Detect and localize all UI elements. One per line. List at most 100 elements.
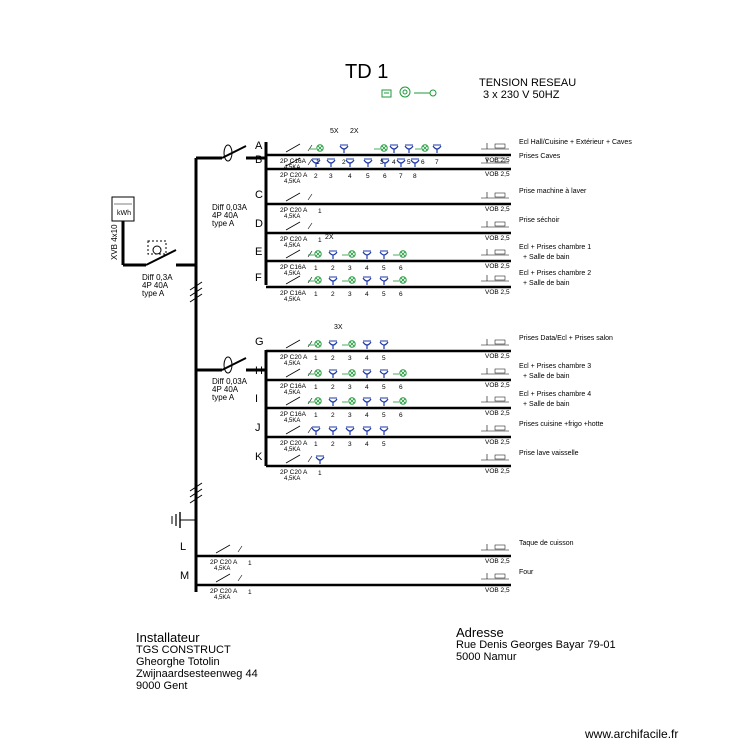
circuit-letter: C	[255, 189, 263, 201]
point-number: 3	[348, 265, 352, 272]
circuit-description: Ecl + Prises chambre 3	[519, 363, 591, 370]
address-heading: Adresse	[456, 625, 504, 640]
point-number: 5	[382, 384, 386, 391]
circuit-letter: K	[255, 451, 263, 463]
energy-meter	[111, 196, 135, 222]
socket-icon	[404, 144, 414, 153]
watermark: www.archifacile.fr	[585, 727, 679, 741]
point-number: 2	[331, 265, 335, 272]
cable-marker	[481, 143, 509, 150]
point-number: 1	[314, 441, 318, 448]
group-1-diff-label-1: Diff 0,03A	[212, 203, 248, 212]
circuit-description: Four	[519, 569, 534, 576]
switch-icon	[285, 396, 301, 406]
point-number: 3	[348, 384, 352, 391]
light-point-icon	[393, 276, 407, 284]
cable-marker	[481, 454, 509, 461]
circuit-description: Prise lave vaisselle	[519, 450, 579, 457]
cable-type: VOB 2,5	[485, 206, 510, 213]
address-street: Rue Denis Georges Bayar 79-01	[456, 639, 616, 652]
cable-marker	[481, 573, 509, 580]
cable-type: VOB 2,5	[485, 558, 510, 565]
group-1-diff-label-3: type A	[212, 219, 235, 228]
main-cable-label: XVB 4x10	[110, 224, 119, 260]
legend-icons	[381, 86, 437, 98]
circuit-description: Prises Caves	[519, 153, 561, 160]
light-point-icon	[342, 340, 356, 348]
point-number: 1	[248, 589, 252, 596]
socket-icon	[328, 426, 338, 435]
point-number: 6	[399, 412, 403, 419]
breaker-rating: 2P C16A	[280, 411, 307, 418]
breaker-kA: 4,5KA	[284, 390, 300, 396]
cable-marker	[481, 221, 509, 228]
socket-icon	[328, 250, 338, 259]
point-number: 4	[365, 355, 369, 362]
breaker-kA: 4,5KA	[284, 297, 300, 303]
breaker-rating: 2P C20 A	[280, 236, 308, 243]
light-point-icon	[308, 369, 322, 377]
circuit-description: + Salle de bain	[523, 280, 570, 287]
socket-icon	[311, 158, 321, 167]
breaker-rating: 2P C20 A	[280, 207, 308, 214]
socket-icon	[380, 158, 390, 167]
breaker-rating: 2P C16A	[280, 264, 307, 271]
switch-icon	[285, 221, 301, 231]
cable-type: VOB 2,5	[485, 171, 510, 178]
point-number: 2	[331, 441, 335, 448]
energy-meter-label: kWh	[117, 210, 131, 217]
light-point-icon	[308, 340, 322, 348]
cable-type: VOB 2,5	[485, 382, 510, 389]
point-number: 1	[318, 237, 322, 244]
light-point-icon	[308, 276, 322, 284]
circuit-description: Prise machine à laver	[519, 188, 587, 195]
cable-marker	[481, 544, 509, 551]
point-number: 2	[331, 384, 335, 391]
socket-icon	[315, 455, 325, 464]
socket-icon	[311, 426, 321, 435]
socket-icon	[328, 276, 338, 285]
light-point-icon	[308, 397, 322, 405]
circuit-description: Ecl + Prises chambre 2	[519, 270, 591, 277]
circuit-description: Ecl + Prises chambre 4	[519, 391, 591, 398]
switch-icon	[285, 275, 301, 285]
point-number: 4	[392, 159, 396, 166]
installer-heading: Installateur	[136, 630, 200, 645]
cable-type: VOB 2,5	[485, 353, 510, 360]
socket-icon	[389, 144, 399, 153]
circuit-letter: M	[180, 570, 189, 582]
socket-icon	[362, 397, 372, 406]
breaker-rating: 2P C16A	[280, 383, 307, 390]
point-number: 7	[435, 159, 439, 166]
page-title: TD 1	[345, 61, 388, 83]
socket-icon	[432, 144, 442, 153]
point-number: 1	[318, 470, 322, 477]
socket-icon	[379, 340, 389, 349]
cable-marker	[481, 425, 509, 432]
light-point-icon	[415, 144, 429, 152]
circuit-description: + Salle de bain	[523, 254, 570, 261]
point-number: 3	[329, 173, 333, 180]
light-point-icon	[393, 369, 407, 377]
breaker-kA: 4,5KA	[284, 447, 300, 453]
cable-type: VOB 2,5	[485, 289, 510, 296]
socket-icon	[362, 276, 372, 285]
point-number: 4	[365, 441, 369, 448]
count-label: 2X	[350, 128, 359, 135]
breaker-rating: 2P C20 A	[280, 440, 308, 447]
light-point-icon	[342, 276, 356, 284]
socket-icon	[362, 340, 372, 349]
switch-icon	[285, 143, 301, 153]
point-number: 4	[365, 265, 369, 272]
breaker-kA: 4,5KA	[284, 179, 300, 185]
point-number: 5	[382, 265, 386, 272]
group-2-diff-label-1: Diff 0,03A	[212, 377, 248, 386]
point-number: 5	[382, 355, 386, 362]
point-number: 4	[348, 173, 352, 180]
